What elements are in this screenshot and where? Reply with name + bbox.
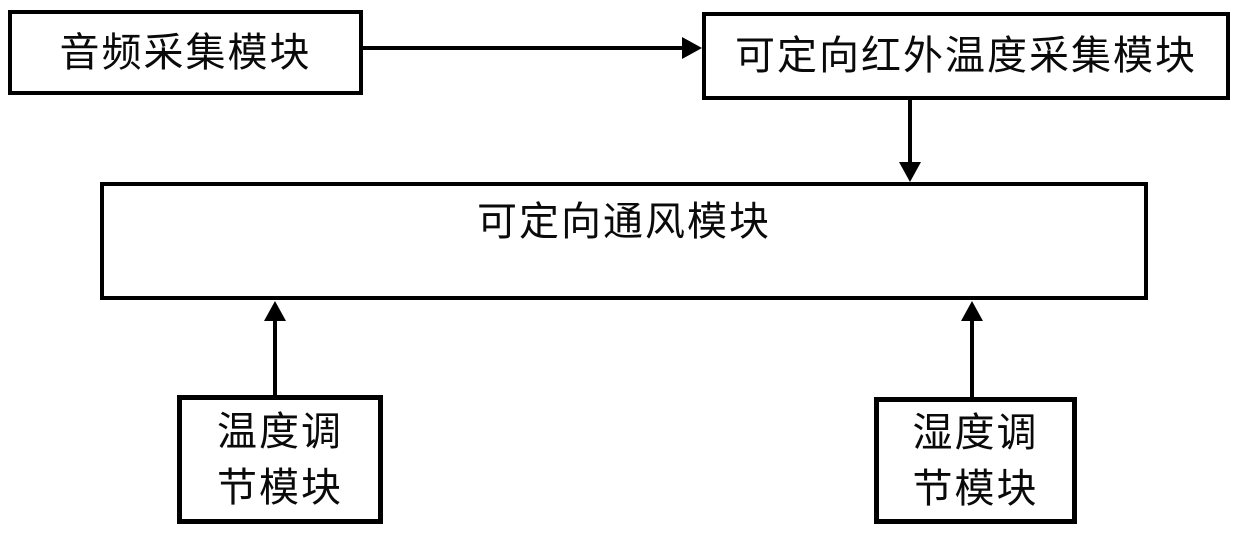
node-directional-ventilation-module: 可定向通风模块 [100,182,1148,300]
node-audio-capture-module: 音频采集模块 [8,10,363,95]
arrow-temperature-to-ventilation-line [273,319,277,396]
node-temperature-label-line2: 节模块 [217,464,343,510]
arrow-right-icon [682,37,702,59]
arrow-infrared-to-ventilation-line [908,99,912,164]
node-humidity-label-line1: 湿度调 [912,410,1039,456]
node-ventilation-label: 可定向通风模块 [477,199,771,244]
node-temperature-adjustment-module: 温度调 节模块 [177,395,383,524]
node-audio-capture-label: 音频采集模块 [59,29,312,75]
arrow-humidity-to-ventilation-line [970,319,974,398]
node-directional-infrared-temperature-capture-module: 可定向红外温度采集模块 [702,12,1230,100]
arrow-down-icon [899,162,921,182]
arrow-up-icon-right [961,301,983,321]
node-infrared-temperature-label: 可定向红外温度采集模块 [735,33,1197,78]
arrow-audio-to-infrared-line [361,46,684,50]
node-humidity-adjustment-module: 湿度调 节模块 [874,397,1077,524]
node-temperature-label-line1: 温度调 [217,409,343,455]
node-humidity-label-line2: 节模块 [912,465,1039,511]
arrow-up-icon-left [264,301,286,321]
